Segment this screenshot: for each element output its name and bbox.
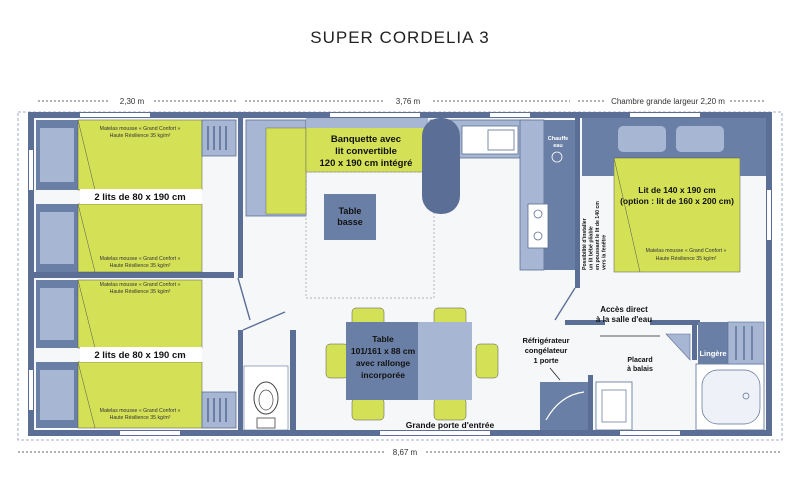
banquette-label-2: lit convertible — [335, 146, 397, 157]
shower — [695, 363, 765, 431]
table-basse-label-1: Table — [339, 206, 362, 216]
plan-title: SUPER CORDELIA 3 — [310, 28, 490, 47]
lingere — [698, 321, 765, 365]
mattress-label-3a: Matelas mousse « Grand Confort » — [100, 282, 181, 288]
bedroom-bottom — [36, 279, 237, 429]
dimension-right: Chambre grande largeur 2,20 m — [611, 97, 725, 106]
placard-cabinet — [665, 333, 691, 361]
fridge — [540, 367, 588, 430]
mattress-label-1a: Matelas mousse « Grand Confort » — [100, 126, 181, 132]
table-basse-label-2: basse — [337, 217, 363, 227]
master-bed-label-2: (option : lit de 160 x 200 cm) — [620, 196, 734, 206]
chauffe-eau-label-1: Chauffe — [548, 136, 568, 142]
entrance-label: Grande porte d'entrée — [406, 420, 495, 430]
table-label-2: 101/161 x 88 cm — [351, 346, 416, 356]
dimension-middle: 3,76 m — [396, 97, 421, 106]
banquette-label-1: Banquette avec — [331, 134, 401, 145]
banquette — [245, 118, 429, 217]
lingere-label: Lingère — [699, 349, 726, 358]
placard-label-1: Placard — [627, 357, 652, 364]
master-bed — [582, 118, 766, 273]
master-mattress-2: Haute Résilience 35 kg/m² — [656, 256, 717, 262]
wc — [243, 365, 289, 431]
possibilite-note: Possibilité d'installer un lit bébé plia… — [582, 201, 608, 270]
banquette-label-3: 120 x 190 cm intégré — [320, 158, 413, 169]
possibilite-line-3: en poussant le lit de 140 cm — [595, 201, 601, 270]
door-swings-left — [237, 277, 286, 331]
acces-label-1: Accès direct — [600, 305, 648, 314]
mattress-label-4a: Matelas mousse « Grand Confort » — [100, 408, 181, 414]
possibilite-line-4: vers la fenêtre — [602, 235, 608, 270]
bedroom-top — [36, 119, 237, 273]
beds-top-label: 2 lits de 80 x 190 cm — [94, 192, 185, 203]
table-basse — [324, 194, 376, 240]
dining-table — [325, 307, 499, 421]
inner-walls — [34, 118, 700, 430]
convertible-bed-outline — [305, 171, 435, 299]
acces-label-2: à la salle d'eau — [596, 315, 652, 324]
dimension-total: 8,67 m — [393, 448, 418, 457]
table-label-1: Table — [372, 334, 394, 344]
beds-bottom-label: 2 lits de 80 x 190 cm — [94, 350, 185, 361]
chauffe-eau-label-2: eau — [553, 143, 562, 149]
fridge-label-1: Réfrigérateur — [522, 336, 569, 345]
kitchen — [422, 118, 575, 271]
fridge-label-3: 1 porte — [533, 356, 558, 365]
fridge-label-2: congélateur — [525, 346, 568, 355]
table-label-4: incorporée — [361, 370, 405, 380]
washbasin — [595, 381, 633, 431]
mattress-label-1b: Haute Résilience 35 kg/m² — [110, 133, 171, 139]
table-label-3: avec rallonge — [356, 358, 411, 368]
windows — [29, 113, 771, 435]
master-mattress-1: Matelas mousse « Grand Confort » — [646, 248, 727, 254]
mattress-label-2a: Matelas mousse « Grand Confort » — [100, 256, 181, 262]
possibilite-line-1: Possibilité d'installer — [582, 218, 588, 270]
door-swing-master — [554, 287, 576, 321]
mattress-label-4b: Haute Résilience 35 kg/m² — [110, 415, 171, 421]
master-bed-label-1: Lit de 140 x 190 cm — [638, 185, 716, 195]
mattress-label-3b: Haute Résilience 35 kg/m² — [110, 289, 171, 295]
mattress-label-2b: Haute Résilience 35 kg/m² — [110, 263, 171, 269]
possibilite-line-2: un lit bébé pliable — [589, 226, 595, 270]
placard-label-2: à balais — [627, 366, 653, 373]
dimension-left: 2,30 m — [120, 97, 145, 106]
